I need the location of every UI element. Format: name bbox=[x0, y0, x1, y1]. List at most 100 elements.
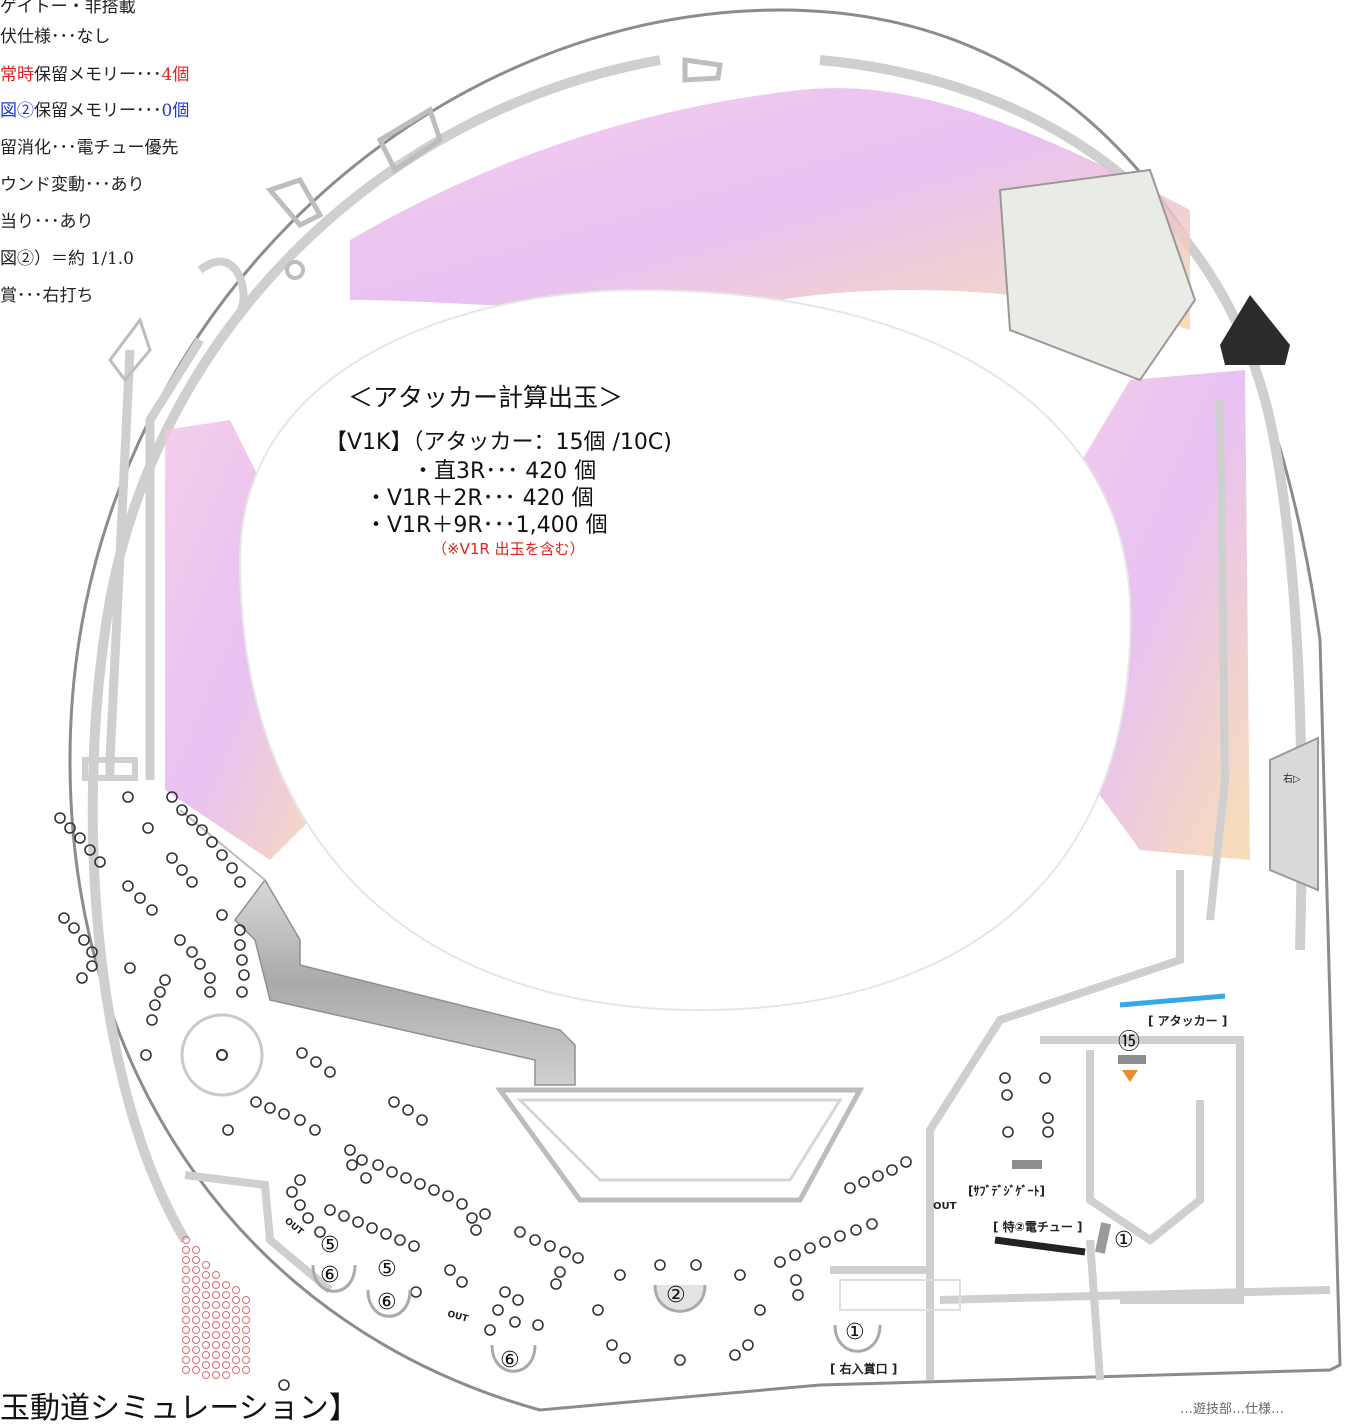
stacked-ball bbox=[192, 1306, 200, 1314]
nail bbox=[54, 812, 66, 824]
nail bbox=[499, 1286, 511, 1298]
nail bbox=[294, 1199, 306, 1211]
stacked-ball bbox=[192, 1246, 200, 1254]
nail bbox=[176, 864, 188, 876]
left-windmill bbox=[180, 1013, 264, 1097]
stacked-ball bbox=[192, 1266, 200, 1274]
nail bbox=[1039, 1072, 1051, 1084]
nail bbox=[402, 1104, 414, 1116]
nail bbox=[338, 1210, 350, 1222]
right-channel-outer bbox=[1206, 399, 1230, 921]
nail bbox=[470, 1224, 482, 1236]
stacked-ball bbox=[202, 1341, 210, 1349]
attacker-calc-header: 【V1K】（アタッカー：15個 /10C) bbox=[325, 430, 672, 455]
nail bbox=[900, 1156, 912, 1168]
stacked-ball bbox=[212, 1291, 220, 1299]
stacked-ball bbox=[212, 1371, 220, 1379]
stacked-ball bbox=[232, 1336, 240, 1344]
nail bbox=[78, 934, 90, 946]
nail bbox=[514, 1226, 526, 1238]
nail bbox=[484, 1324, 496, 1336]
stacked-ball bbox=[232, 1356, 240, 1364]
nail bbox=[804, 1242, 816, 1254]
nail bbox=[380, 1228, 392, 1240]
right-entry-box bbox=[839, 1279, 961, 1311]
nail bbox=[146, 1014, 158, 1026]
nail bbox=[154, 986, 166, 998]
nail bbox=[352, 1216, 364, 1228]
right-entry-label: [ 右入賞口 ] bbox=[830, 1362, 898, 1376]
top-left-piece bbox=[265, 176, 324, 229]
nail bbox=[76, 972, 88, 984]
number-1-lower: ① bbox=[845, 1320, 865, 1345]
stacked-ball bbox=[182, 1256, 190, 1264]
nail bbox=[606, 1339, 618, 1351]
nail bbox=[386, 1166, 398, 1178]
attacker-v-mark bbox=[1122, 1070, 1138, 1082]
nail bbox=[466, 1212, 478, 1224]
nail bbox=[86, 960, 98, 972]
stacked-ball bbox=[212, 1311, 220, 1319]
denchu-bar bbox=[994, 1236, 1086, 1256]
number-6-b: ⑥ bbox=[377, 1290, 397, 1315]
stacked-ball bbox=[212, 1341, 220, 1349]
nail bbox=[754, 1304, 766, 1316]
right-arrow-label: 右▷ bbox=[1283, 774, 1301, 785]
nail bbox=[278, 1108, 290, 1120]
pocket-1-lower bbox=[833, 1324, 882, 1353]
stacked-ball bbox=[242, 1316, 250, 1324]
stacked-ball bbox=[192, 1336, 200, 1344]
nail bbox=[394, 1234, 406, 1246]
nail bbox=[324, 1066, 336, 1078]
stacked-ball bbox=[182, 1236, 190, 1244]
stacked-ball bbox=[202, 1291, 210, 1299]
nail bbox=[456, 1198, 468, 1210]
nail bbox=[529, 1234, 541, 1246]
nail bbox=[410, 1286, 422, 1298]
stacked-ball bbox=[202, 1371, 210, 1379]
nail bbox=[64, 822, 76, 834]
nail bbox=[94, 856, 106, 868]
stacked-ball bbox=[182, 1316, 190, 1324]
denchu-label: [ 特②電チュー ] bbox=[993, 1220, 1083, 1234]
pocket-6b bbox=[366, 1289, 412, 1318]
nail bbox=[238, 969, 250, 981]
stacked-ball bbox=[192, 1346, 200, 1354]
nail bbox=[234, 876, 246, 888]
nail bbox=[408, 1240, 420, 1252]
attacker-calc-row-1: ・直3R･･･ 420 個 bbox=[412, 459, 597, 484]
nail bbox=[356, 1154, 368, 1166]
nail bbox=[1042, 1126, 1054, 1138]
nail bbox=[236, 954, 248, 966]
top-left-leaf bbox=[108, 316, 152, 383]
nail bbox=[388, 1096, 400, 1108]
nail bbox=[774, 1256, 786, 1268]
stacked-ball bbox=[242, 1346, 250, 1354]
stacked-ball bbox=[182, 1296, 190, 1304]
stacked-ball bbox=[212, 1281, 220, 1289]
stacked-ball bbox=[182, 1326, 190, 1334]
stacked-ball bbox=[192, 1366, 200, 1374]
nail bbox=[366, 1222, 378, 1234]
nail bbox=[559, 1246, 571, 1258]
nail bbox=[844, 1182, 856, 1194]
nail bbox=[346, 1159, 358, 1171]
stacked-ball bbox=[242, 1356, 250, 1364]
nail bbox=[532, 1319, 544, 1331]
nail bbox=[140, 1049, 152, 1061]
nail bbox=[428, 1184, 440, 1196]
stacked-ball bbox=[202, 1331, 210, 1339]
nail bbox=[264, 1102, 276, 1114]
nail bbox=[310, 1056, 322, 1068]
nail bbox=[872, 1170, 884, 1182]
top-left-peg bbox=[285, 260, 305, 280]
spec-line-3: 常時保留メモリー･･･4個 bbox=[0, 65, 190, 85]
stacked-ball bbox=[202, 1311, 210, 1319]
nail bbox=[572, 1252, 584, 1264]
attacker-label: [ アタッカー ] bbox=[1148, 1014, 1228, 1028]
pocket-6c bbox=[490, 1344, 537, 1373]
stacked-ball bbox=[202, 1321, 210, 1329]
nail bbox=[729, 1349, 741, 1361]
pipe-guide-wall bbox=[179, 809, 266, 881]
top-piece-1 bbox=[376, 106, 443, 174]
